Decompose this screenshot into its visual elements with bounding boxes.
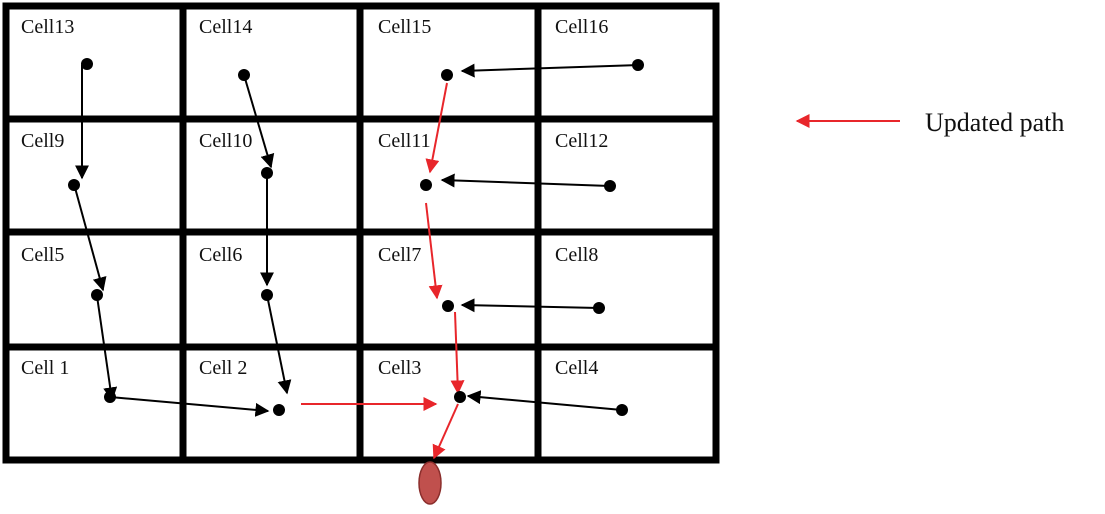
cell-label-10: Cell10 [199, 130, 252, 152]
legend-label: Updated path [925, 108, 1064, 137]
cell-label-13: Cell13 [21, 16, 74, 38]
path-arrow-9-to-5 [73, 183, 107, 292]
cell-label-1: Cell 1 [21, 357, 69, 379]
cell-label-7: Cell7 [378, 244, 421, 266]
original-paths [73, 63, 639, 417]
path-arrow-1-to-2 [109, 396, 270, 417]
legend: Updated path [795, 108, 1064, 137]
cell-label-8: Cell8 [555, 244, 598, 266]
path-arrow-6-to-2 [266, 294, 292, 395]
path-arrow-8-to-7 [460, 298, 600, 313]
sensor-node-12 [604, 180, 616, 192]
cell-label-5: Cell5 [21, 244, 64, 266]
cell-label-3: Cell3 [378, 357, 421, 379]
sensor-node-5 [91, 289, 103, 301]
sensor-node-14 [238, 69, 250, 81]
path-arrow-16-to-15 [460, 63, 639, 78]
updated-path-arrow-15-to-11 [425, 82, 448, 174]
cell-label-2: Cell 2 [199, 357, 247, 379]
sensor-node-11 [420, 179, 432, 191]
cell-label-6: Cell6 [199, 244, 242, 266]
sink-node [418, 461, 442, 505]
updated-paths [301, 82, 465, 460]
cell-label-15: Cell15 [378, 16, 431, 38]
path-arrow-4-to-3 [466, 390, 623, 411]
sensor-node-4 [616, 404, 628, 416]
updated-path-arrow-7-to-3 [450, 311, 465, 395]
cell-labels: Cell13 Cell14 Cell15 Cell16 Cell9 Cell10… [21, 16, 608, 379]
cell-label-4: Cell4 [555, 357, 598, 379]
path-arrow-12-to-11 [440, 173, 611, 188]
cell-label-11: Cell11 [378, 130, 431, 152]
sensor-node-3 [454, 391, 466, 403]
sensor-node-6 [261, 289, 273, 301]
sensor-node-8 [593, 302, 605, 314]
sensor-node-10 [261, 167, 273, 179]
grid [2, 2, 720, 464]
updated-path-arrow-3-to-sink [432, 403, 459, 460]
sensor-node-9 [68, 179, 80, 191]
path-arrow-5-to-1 [96, 295, 118, 402]
sensor-node-13 [81, 58, 93, 70]
cell-label-9: Cell9 [21, 130, 64, 152]
sensor-node-1 [104, 391, 116, 403]
sensor-node-16 [632, 59, 644, 71]
cell-label-14: Cell14 [199, 16, 252, 38]
sensor-nodes [68, 58, 644, 416]
updated-path-arrow-11-to-7 [425, 202, 443, 300]
cell-label-16: Cell16 [555, 16, 608, 38]
path-arrow-14-to-10 [243, 74, 275, 169]
cell-label-12: Cell12 [555, 130, 608, 152]
sensor-node-2 [273, 404, 285, 416]
sensor-node-7 [442, 300, 454, 312]
sensor-node-15 [441, 69, 453, 81]
